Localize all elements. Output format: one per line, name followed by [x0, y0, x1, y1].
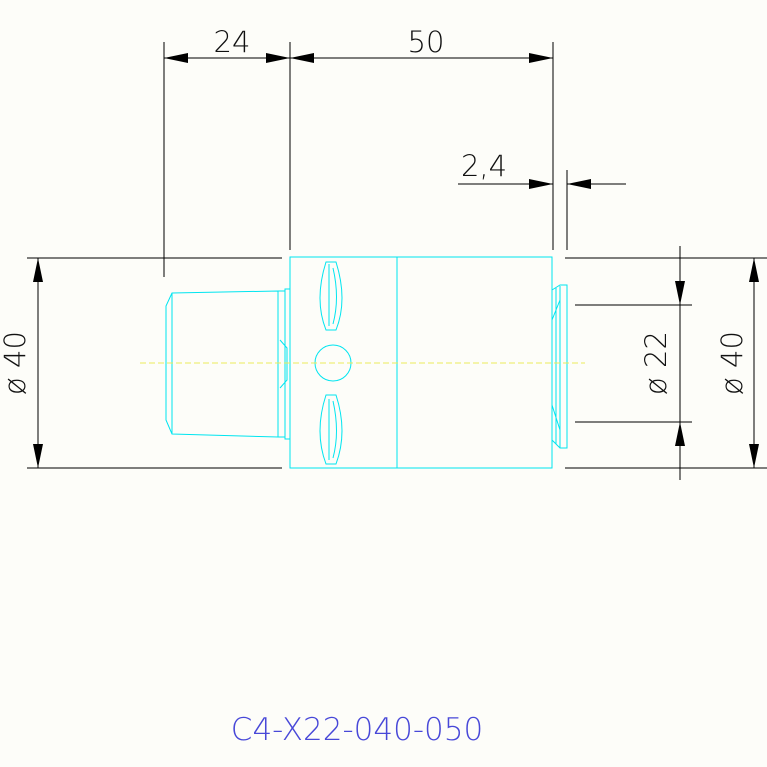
shaft-body	[165, 290, 279, 438]
part-number-label: C4-X22-040-050	[231, 712, 483, 748]
lower-slot	[319, 394, 343, 465]
dim-text-50: 50	[408, 25, 445, 59]
dimension-lines	[27, 42, 767, 480]
dim-text-right-dia: ø 40	[715, 331, 749, 395]
shaft-collar	[278, 288, 291, 440]
dim-text-24: 24	[214, 25, 251, 59]
flange	[551, 284, 568, 449]
upper-slot	[319, 261, 343, 331]
dim-text-left-dia: ø 40	[0, 331, 32, 395]
dim-text-2-4: 2,4	[461, 149, 507, 183]
dim-text-bore-dia: ø 22	[639, 331, 673, 395]
